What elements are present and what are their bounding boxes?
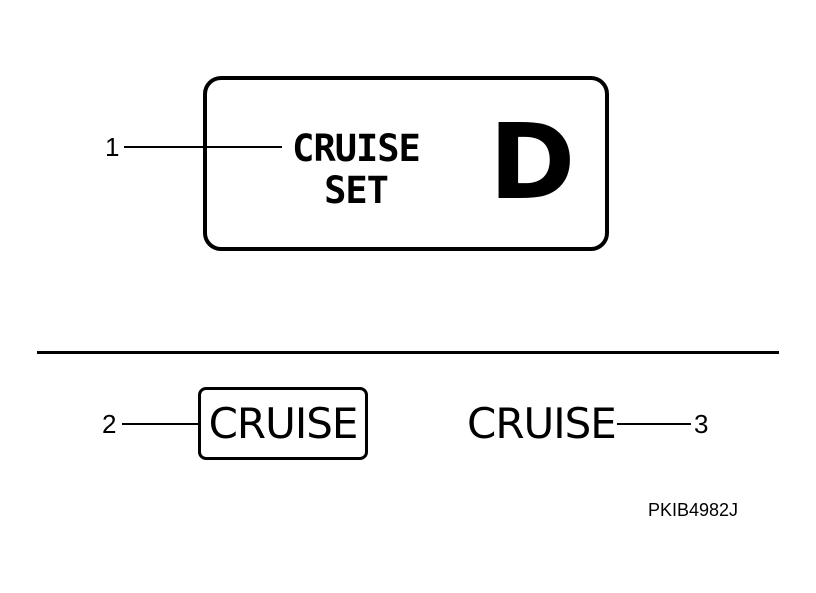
leader-line-3 xyxy=(617,423,691,425)
leader-line-2 xyxy=(122,423,198,425)
set-label: SET xyxy=(324,169,389,212)
cruise-indicator-framed: CRUISE xyxy=(198,387,368,460)
cruise-label: CRUISE xyxy=(292,127,421,170)
callout-3: 3 xyxy=(694,409,709,439)
cruise-indicator-plain: CRUISE xyxy=(467,399,617,448)
leader-line-1 xyxy=(124,146,282,148)
callout-2: 2 xyxy=(102,409,117,439)
section-divider xyxy=(37,351,779,354)
callout-1: 1 xyxy=(105,132,120,162)
gear-position-indicator: D xyxy=(489,101,576,223)
figure-id: PKIB4982J xyxy=(648,500,739,520)
display-panel: CRUISE SET D xyxy=(203,76,609,251)
cruise-set-indicator: CRUISE SET xyxy=(281,128,431,212)
